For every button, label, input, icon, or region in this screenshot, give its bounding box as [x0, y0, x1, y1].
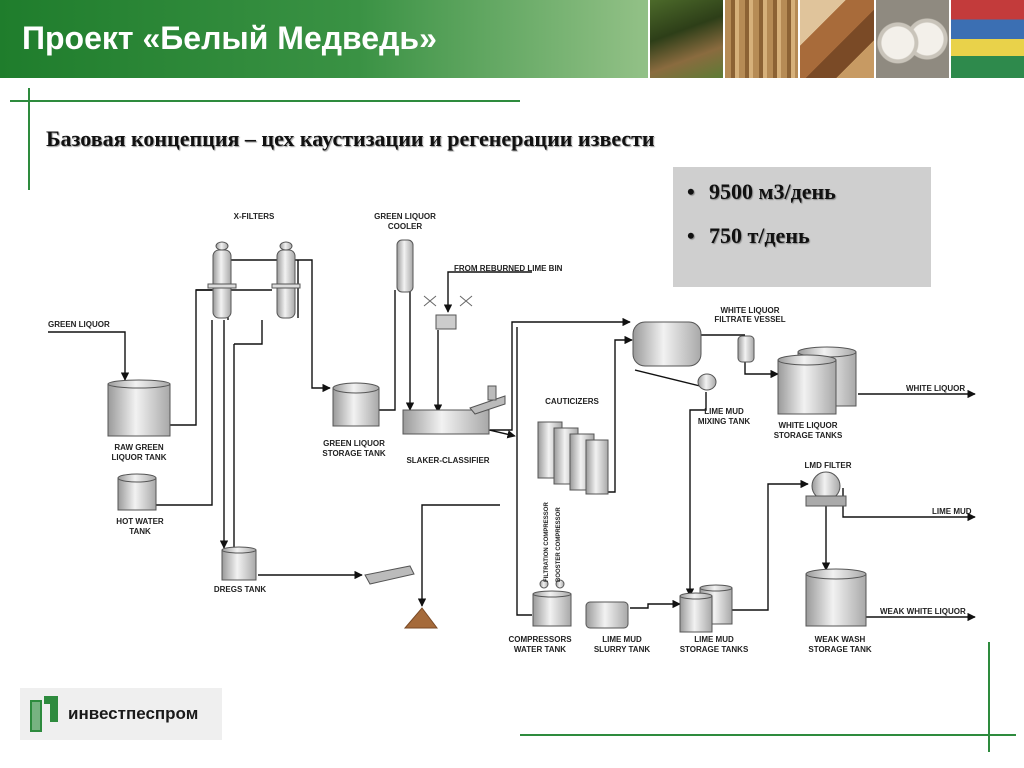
dregs-pile	[403, 607, 438, 629]
causticizers	[537, 421, 609, 495]
label-wl-storage-1: WHITE LIQUOR	[778, 421, 837, 430]
label-slaker: SLAKER-CLASSIFIER	[406, 456, 489, 465]
label-slurry-1: LIME MUD	[602, 635, 642, 644]
packaging-photo	[948, 0, 1024, 78]
label-mixing-1: LIME MUD	[704, 407, 744, 416]
label-lmd-filter: LMD FILTER	[805, 461, 852, 470]
label-green-liquor-in: GREEN LIQUOR	[48, 320, 110, 329]
bullet-dot-icon: •	[687, 179, 695, 204]
green-liquor-cooler	[396, 239, 414, 293]
slurry-to-storage-line	[630, 599, 681, 609]
header-photo-strip	[648, 0, 1024, 78]
logo-mark-icon	[30, 696, 58, 732]
paper-rolls-photo	[873, 0, 949, 78]
label-filtration-compressor: FILTRATION COMPRESSOR	[544, 502, 550, 582]
lime-mud-slurry-tank	[585, 601, 629, 629]
lime-mud-storage-tanks	[679, 584, 733, 633]
capacity-info-box: • 9500 м3/день • 750 т/день	[673, 167, 931, 287]
x-filter-1	[207, 241, 237, 319]
dregs-conveyor	[364, 565, 415, 585]
plywood-photo	[798, 0, 874, 78]
x-filter-2	[271, 241, 301, 319]
lime-mud-mixing-tank	[697, 373, 717, 391]
white-liquor-storage-tanks	[777, 346, 857, 415]
header-banner: Проект «Белый Медведь»	[0, 0, 1024, 78]
label-mixing-2: MIXING TANK	[698, 417, 751, 426]
label-gl-storage-2: STORAGE TANK	[322, 449, 385, 458]
label-compressors-2: WATER TANK	[514, 645, 566, 654]
green-liquor-inlet-line	[48, 331, 130, 381]
label-lm-storage-2: STORAGE TANKS	[680, 645, 749, 654]
raw-to-filter-line	[170, 289, 212, 426]
logo-text: инвестпеспром	[68, 704, 199, 723]
raw-green-liquor-tank	[107, 379, 171, 437]
slaker-classifier	[402, 385, 506, 435]
bullet-text: 9500 м3/день	[709, 179, 836, 204]
company-logo: инвестпеспром	[20, 688, 222, 740]
label-white-liquor-out: WHITE LIQUOR	[906, 384, 965, 393]
divider-vertical-right	[988, 642, 990, 752]
filter-crossover-line	[234, 320, 263, 345]
lime-feeder	[435, 314, 457, 330]
weak-wash-storage-tank	[805, 568, 867, 627]
label-dregs-tank: DREGS TANK	[214, 585, 267, 594]
label-filtrate-1: WHITE LIQUOR	[720, 306, 779, 315]
timber-photo	[723, 0, 799, 78]
mixing-to-storage-line	[685, 392, 707, 597]
slide-subtitle: Базовая концепция – цех каустизации и ре…	[46, 126, 655, 151]
label-filtrate-2: FILTRATE VESSEL	[714, 315, 785, 324]
filtrate-to-storage-line	[744, 362, 779, 379]
compressors-water-tank	[532, 579, 572, 627]
filter-discharge-line	[634, 369, 701, 387]
bullet-dot-icon: •	[687, 223, 695, 248]
label-hot-water-2: TANK	[129, 527, 151, 536]
slaker-to-filtrate-line	[490, 317, 631, 431]
filtrate-vessel	[737, 335, 755, 363]
label-lime-mud-out: LIME MUD	[932, 507, 972, 516]
grits-line	[417, 504, 500, 607]
hot-water-line	[155, 320, 213, 506]
storage-to-cooler-line	[378, 290, 396, 411]
lmd-filter	[805, 471, 847, 507]
label-compressors-1: COMPRESSORS	[508, 635, 572, 644]
reburned-lime-line	[443, 271, 532, 313]
label-weak-wash-2: STORAGE TANK	[808, 645, 871, 654]
label-gl-storage-1: GREEN LIQUOR	[323, 439, 385, 448]
divider-vertical-left	[28, 88, 30, 190]
label-causticizers: CAUTICIZERS	[545, 397, 599, 406]
label-lm-storage-1: LIME MUD	[694, 635, 734, 644]
label-hot-water-1: HOT WATER	[116, 517, 164, 526]
label-booster-compressor: BOOSTER COMPRESSOR	[556, 507, 562, 582]
bullet-text: 750 т/день	[709, 223, 810, 248]
label-raw-tank-2: LIQUOR TANK	[112, 453, 167, 462]
label-cooler-1: GREEN LIQUOR	[374, 212, 436, 221]
hot-water-tank	[117, 473, 157, 511]
compressor-line	[516, 327, 532, 616]
divider-horizontal-top	[10, 100, 520, 102]
label-raw-tank-1: RAW GREEN	[114, 443, 164, 452]
divider-horizontal-bottom	[520, 734, 1016, 736]
valve-icon	[423, 295, 473, 307]
label-slurry-2: SLURRY TANK	[594, 645, 651, 654]
label-weak-wash-1: WEAK WASH	[815, 635, 866, 644]
bullet-item: • 750 т/день	[687, 223, 810, 249]
white-liquor-filter	[632, 321, 702, 367]
bullet-item: • 9500 м3/день	[687, 179, 836, 205]
forest-photo	[648, 0, 724, 78]
causticizer-to-filter-line	[606, 335, 633, 493]
label-reburned-lime: FROM REBURNED LIME BIN	[454, 264, 563, 273]
label-x-filters: X-FILTERS	[234, 212, 275, 221]
storage-to-lmd-line	[732, 479, 809, 611]
label-wl-storage-2: STORAGE TANKS	[774, 431, 843, 440]
green-liquor-storage-tank	[332, 382, 380, 427]
page-title: Проект «Белый Медведь»	[22, 20, 437, 56]
label-cooler-2: COOLER	[388, 222, 422, 231]
label-weak-white-liquor: WEAK WHITE LIQUOR	[880, 607, 966, 616]
dregs-tank	[221, 546, 257, 581]
